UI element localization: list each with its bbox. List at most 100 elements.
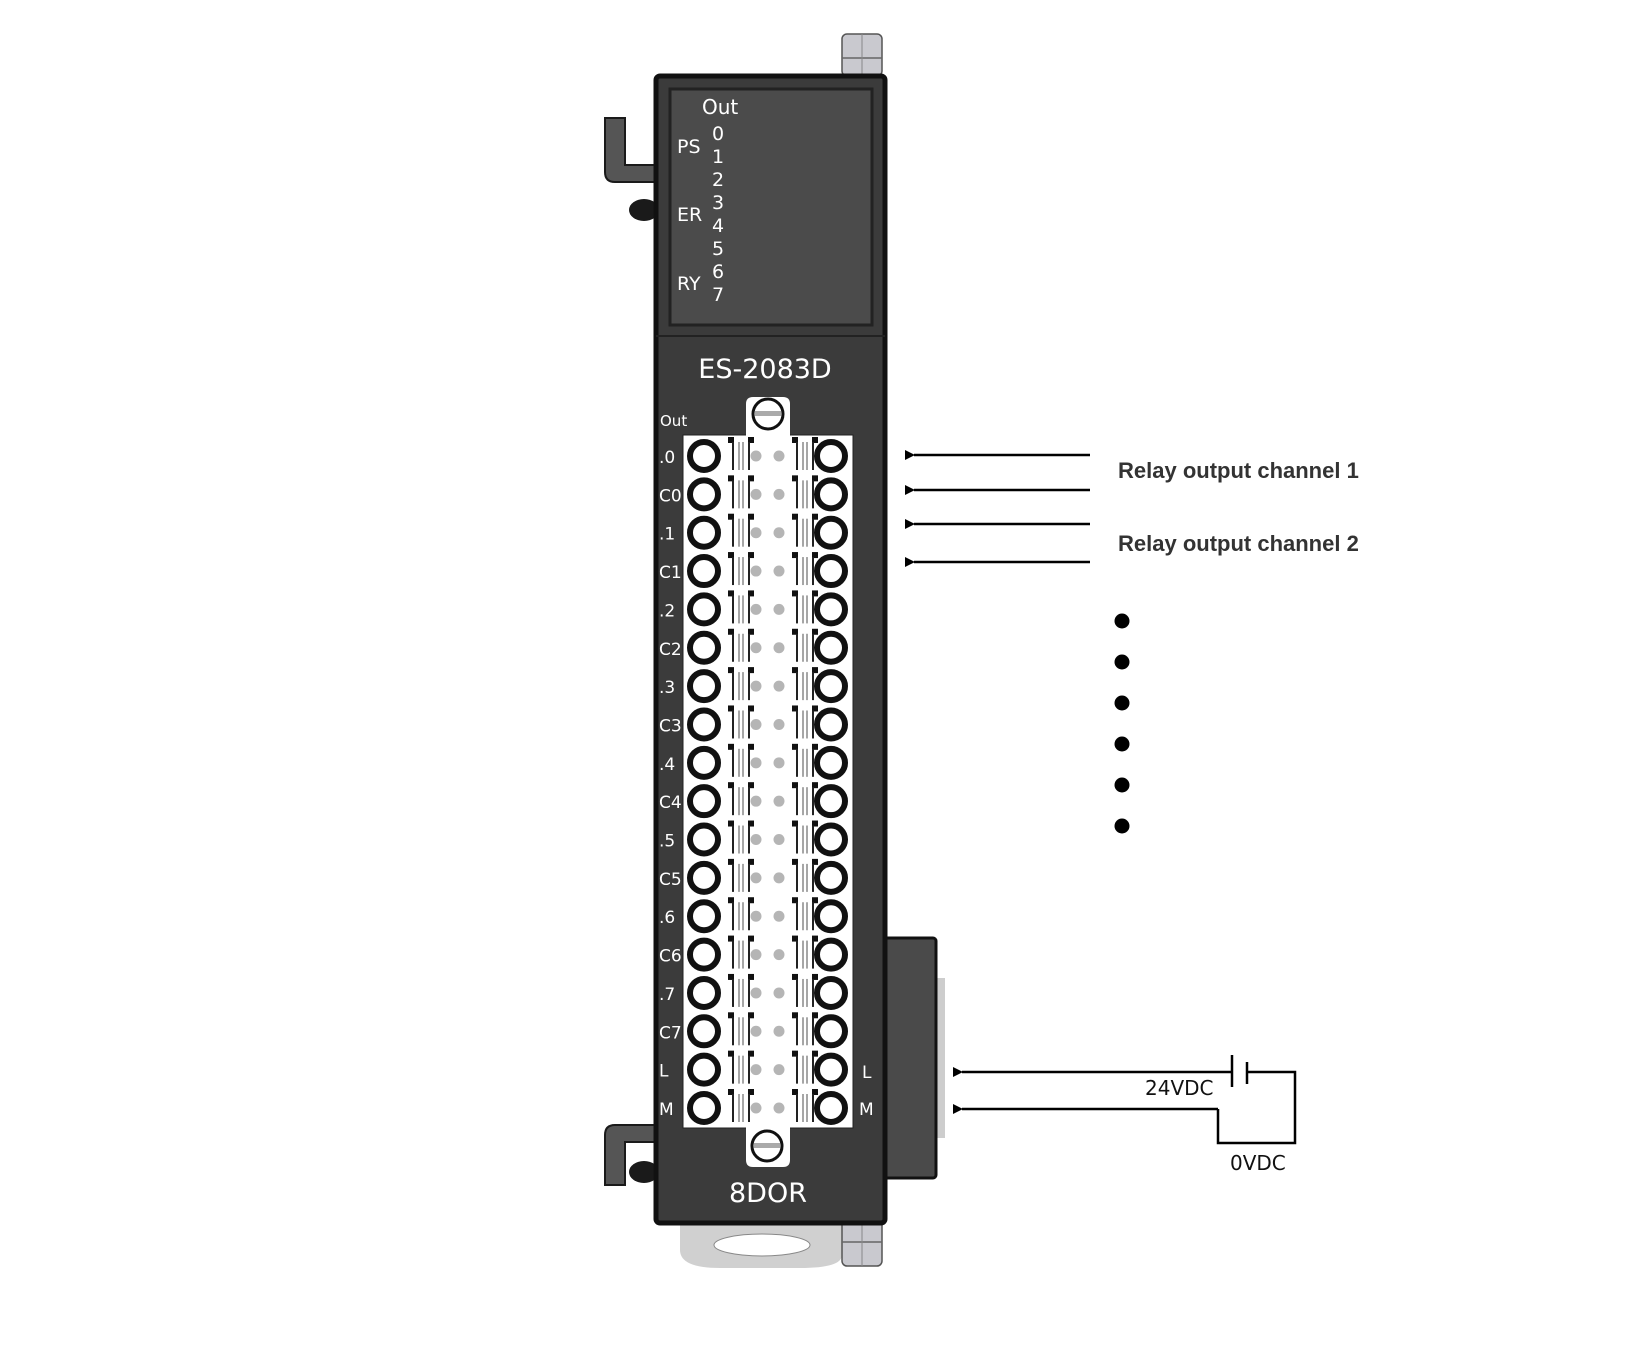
left-screw-terminal[interactable] [687, 592, 721, 627]
terminal-label: .4 [659, 755, 675, 775]
type-label: 8DOR [729, 1178, 807, 1209]
spring-clamp [792, 1089, 818, 1122]
left-screw-terminal[interactable] [687, 669, 721, 704]
release-button[interactable] [773, 1102, 785, 1114]
spring-clamp [728, 973, 754, 1007]
release-button[interactable] [750, 910, 762, 922]
right-label-l: L [862, 1063, 872, 1083]
right-screw-terminal[interactable] [814, 822, 848, 857]
terminal-label: .5 [659, 832, 675, 852]
release-button[interactable] [773, 757, 785, 769]
left-screw-terminal[interactable] [687, 860, 721, 895]
left-screw-terminal[interactable] [687, 554, 721, 589]
led-output-1: 1 [712, 146, 724, 168]
right-screw-terminal[interactable] [814, 937, 848, 972]
channel-arrows [905, 450, 1090, 567]
continuation-dot [1114, 818, 1130, 834]
left-screw-terminal[interactable] [687, 630, 721, 665]
terminal-row: .1 [659, 513, 848, 550]
right-screw-terminal[interactable] [814, 1091, 848, 1125]
release-button[interactable] [773, 1025, 785, 1037]
channel-1-label: Relay output channel 1 [1118, 458, 1359, 483]
right-screw-terminal[interactable] [814, 477, 848, 512]
release-button[interactable] [773, 565, 785, 577]
left-screw-terminal[interactable] [687, 784, 721, 819]
release-button[interactable] [773, 642, 785, 654]
right-screw-terminal[interactable] [814, 745, 848, 780]
right-screw-terminal[interactable] [814, 860, 848, 895]
label-24vdc: 24VDC [1145, 1076, 1214, 1100]
left-screw-terminal[interactable] [687, 515, 721, 550]
spring-clamp [792, 858, 818, 892]
terminal-row: .5 [659, 820, 848, 857]
release-button[interactable] [750, 872, 762, 884]
right-screw-terminal[interactable] [814, 1052, 848, 1087]
bottom-mount-foot [680, 1222, 842, 1268]
release-button[interactable] [773, 603, 785, 615]
release-button[interactable] [750, 488, 762, 500]
right-screw-terminal[interactable] [814, 554, 848, 589]
release-button[interactable] [750, 757, 762, 769]
right-screw-terminal[interactable] [814, 899, 848, 934]
release-button[interactable] [750, 450, 762, 462]
release-button[interactable] [750, 987, 762, 999]
left-screw-terminal[interactable] [687, 1091, 721, 1125]
model-label: ES-2083D [698, 354, 831, 385]
release-button[interactable] [773, 872, 785, 884]
left-screw-terminal[interactable] [687, 937, 721, 972]
spring-clamp [792, 973, 818, 1007]
left-screw-terminal[interactable] [687, 1052, 721, 1087]
release-button[interactable] [750, 1064, 762, 1076]
left-screw-terminal[interactable] [687, 477, 721, 512]
release-button[interactable] [750, 949, 762, 961]
right-screw-terminal[interactable] [814, 515, 848, 550]
left-screw-terminal[interactable] [687, 439, 721, 473]
release-button[interactable] [773, 949, 785, 961]
release-button[interactable] [773, 450, 785, 462]
release-button[interactable] [750, 642, 762, 654]
release-button[interactable] [750, 680, 762, 692]
right-screw-terminal[interactable] [814, 1014, 848, 1049]
release-button[interactable] [750, 565, 762, 577]
spring-clamp [792, 743, 818, 777]
right-screw-terminal[interactable] [814, 669, 848, 704]
release-button[interactable] [750, 834, 762, 846]
left-screw-terminal[interactable] [687, 707, 721, 742]
release-button[interactable] [750, 603, 762, 615]
spring-clamp [728, 1089, 754, 1122]
release-button[interactable] [773, 834, 785, 846]
left-screw-terminal[interactable] [687, 975, 721, 1010]
left-screw-terminal[interactable] [687, 745, 721, 780]
left-screw-terminal[interactable] [687, 899, 721, 934]
right-screw-terminal[interactable] [814, 784, 848, 819]
release-button[interactable] [773, 718, 785, 730]
release-button[interactable] [773, 795, 785, 807]
release-button[interactable] [773, 1064, 785, 1076]
release-button[interactable] [773, 488, 785, 500]
release-button[interactable] [773, 987, 785, 999]
release-button[interactable] [750, 795, 762, 807]
release-button[interactable] [750, 1102, 762, 1114]
terminal-label: .1 [659, 525, 675, 545]
release-button[interactable] [773, 527, 785, 539]
release-button[interactable] [773, 910, 785, 922]
terminal-label: C6 [659, 947, 682, 967]
bottom-block-screw[interactable] [746, 1125, 790, 1167]
left-screw-terminal[interactable] [687, 1014, 721, 1049]
right-screw-terminal[interactable] [814, 439, 848, 473]
terminal-label: C2 [659, 640, 682, 660]
left-screw-terminal[interactable] [687, 822, 721, 857]
spring-clamp [728, 590, 754, 624]
release-button[interactable] [750, 527, 762, 539]
release-button[interactable] [750, 1025, 762, 1037]
release-button[interactable] [773, 680, 785, 692]
release-button[interactable] [750, 718, 762, 730]
top-block-screw[interactable] [746, 397, 790, 440]
right-screw-terminal[interactable] [814, 592, 848, 627]
top-latch-pin [841, 33, 883, 77]
continuation-dot [1114, 695, 1130, 711]
right-screw-terminal[interactable] [814, 975, 848, 1010]
right-screw-terminal[interactable] [814, 707, 848, 742]
right-screw-terminal[interactable] [814, 630, 848, 665]
